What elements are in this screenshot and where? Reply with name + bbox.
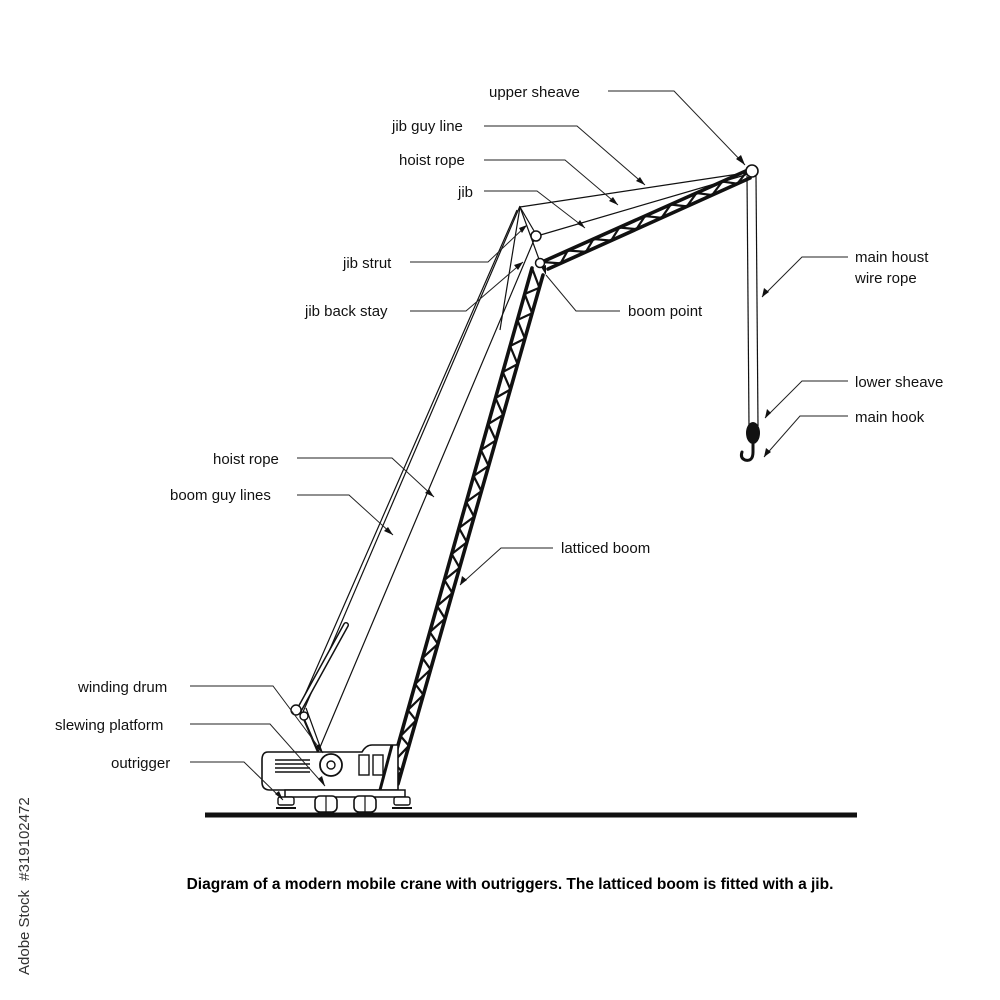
label-main-hoist-2: wire rope (854, 270, 917, 287)
lower-sheave (746, 422, 760, 444)
label-outrigger: outrigger (111, 755, 170, 772)
stock-brand: Adobe Stock (16, 889, 33, 975)
boom-ram (295, 622, 349, 715)
caption: Diagram of a modern mobile crane with ou… (187, 876, 834, 893)
upper-sheave (745, 164, 759, 178)
leader-lines (190, 90, 848, 801)
outrigger (276, 789, 412, 813)
label-lower-sheave: lower sheave (855, 374, 943, 391)
main-hook (739, 442, 755, 462)
label-hoist-rope-mid: hoist rope (213, 451, 279, 468)
label-boom-guy-lines: boom guy lines (170, 487, 271, 504)
label-hoist-rope-top: hoist rope (399, 152, 465, 169)
label-main-hoist-1: main houst (855, 249, 929, 266)
label-jib-back-stay: jib back stay (304, 303, 388, 320)
label-main-hook: main hook (855, 409, 925, 426)
stock-number: #319102472 (16, 797, 33, 880)
latticed-boom (384, 266, 545, 790)
label-winding-drum: winding drum (77, 679, 167, 696)
label-slewing-platform: slewing platform (55, 717, 163, 734)
main-hoist-wire-rope (746, 175, 759, 427)
arrowheads (275, 155, 771, 800)
boom-guy-lines (299, 205, 521, 713)
jib-back-stay-line (499, 206, 521, 331)
stock-id: Adobe Stock #319102472 (16, 797, 33, 975)
label-jib-guy-line: jib guy line (391, 118, 463, 135)
label-jib: jib (457, 184, 473, 201)
label-jib-strut: jib strut (342, 255, 392, 272)
jib-strut-sheave (530, 230, 542, 242)
label-upper-sheave: upper sheave (489, 84, 580, 101)
winding-drum (290, 704, 343, 777)
hoist-rope-lower (317, 239, 535, 753)
label-latticed-boom: latticed boom (561, 540, 650, 557)
label-boom-point: boom point (628, 303, 703, 320)
jib (540, 168, 752, 271)
boom-point-sheave (534, 257, 546, 269)
